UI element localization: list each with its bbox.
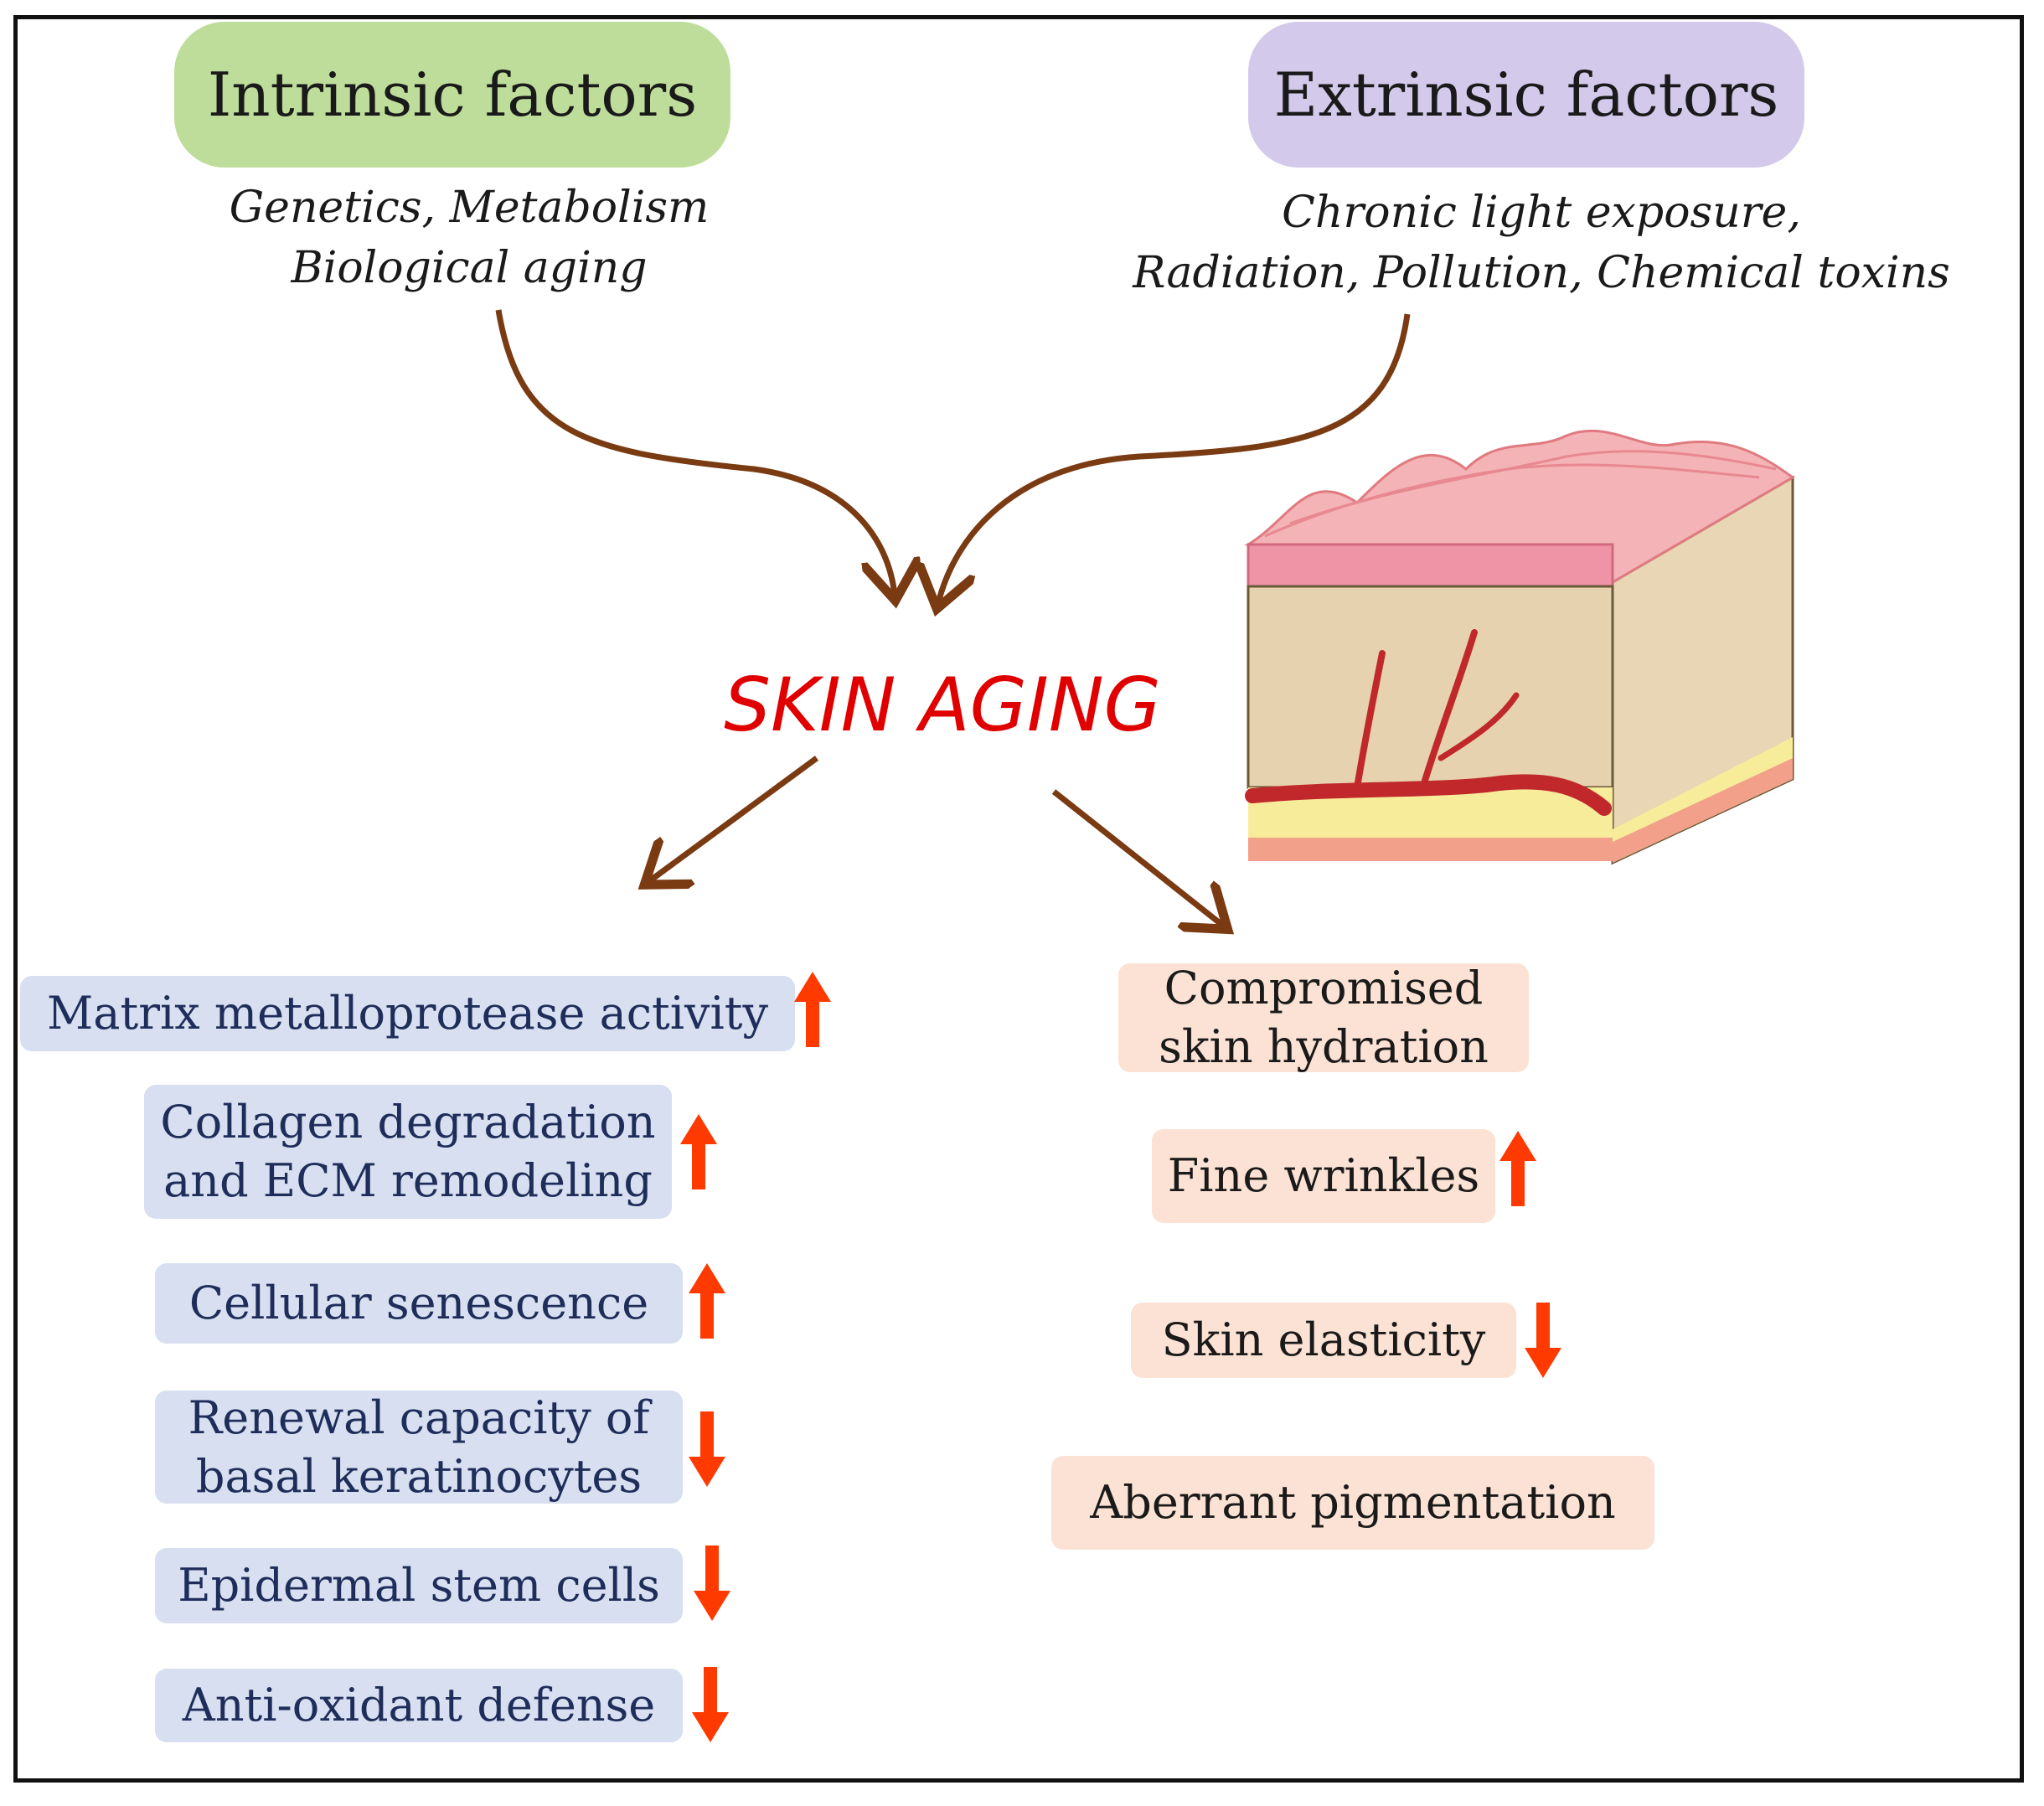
intrinsic-line-2: Biological aging [291, 243, 648, 293]
skin-aging-title: SKIN AGING [724, 662, 1161, 748]
skin-block-illustration [1244, 429, 1795, 865]
arrow-up-icon [1499, 1131, 1536, 1206]
intrinsic-line-1: Genetics, Metabolism [229, 183, 710, 233]
effect-label-2: basal keratinocytes [195, 1449, 643, 1503]
extrinsic-factors-title: Extrinsic factors [1273, 59, 1779, 130]
arrow-extrinsic-to-aging [938, 313, 1411, 603]
sign-skin-elasticity: Skin elasticity [1131, 1303, 1516, 1378]
effect-label: Collagen degradation [160, 1096, 656, 1148]
arrow-up-icon [794, 972, 831, 1047]
sign-fine-wrinkles: Fine wrinkles [1152, 1129, 1495, 1223]
intrinsic-factors-box: Intrinsic factors [174, 22, 730, 168]
effect-collagen-degradation: Collagen degradation and ECM remodeling [144, 1085, 672, 1219]
effect-mmp-activity: Matrix metalloprotease activity [20, 976, 795, 1051]
arrow-aging-to-clinical [1051, 789, 1223, 926]
arrow-down-icon [1525, 1303, 1561, 1378]
arrow-intrinsic-to-aging [495, 309, 895, 595]
extrinsic-factors-examples: Chronic light exposure, Radiation, Pollu… [1123, 183, 1960, 303]
intrinsic-factors-examples: Genetics, Metabolism Biological aging [168, 178, 771, 298]
arrow-aging-to-molecular [649, 756, 819, 881]
intrinsic-factors-title: Intrinsic factors [207, 59, 698, 130]
sign-label: Aberrant pigmentation [1090, 1476, 1616, 1529]
sign-aberrant-pigmentation: Aberrant pigmentation [1051, 1456, 1654, 1550]
extrinsic-factors-box: Extrinsic factors [1248, 22, 1804, 168]
extrinsic-line-1: Chronic light exposure, [1282, 188, 1801, 238]
effect-antioxidant-defense: Anti-oxidant defense [155, 1669, 683, 1742]
sign-label: Compromised [1164, 962, 1484, 1014]
sign-label: Fine wrinkles [1167, 1149, 1480, 1202]
effect-label: Cellular senescence [188, 1277, 649, 1329]
effect-label: Renewal capacity of [188, 1391, 650, 1444]
effect-keratinocyte-renewal: Renewal capacity of basal keratinocytes [155, 1391, 683, 1504]
effect-epidermal-stem-cells: Epidermal stem cells [155, 1548, 683, 1623]
effect-label: Matrix metalloprotease activity [47, 987, 768, 1040]
effect-label-2: and ECM remodeling [163, 1154, 653, 1207]
sign-label-2: skin hydration [1159, 1020, 1489, 1073]
extrinsic-line-2: Radiation, Pollution, Chemical toxins [1133, 248, 1950, 298]
sign-label: Skin elasticity [1161, 1313, 1486, 1366]
arrow-down-icon [692, 1667, 729, 1742]
effect-label: Anti-oxidant defense [182, 1679, 656, 1731]
arrow-up-icon [689, 1263, 725, 1339]
arrow-up-icon [680, 1114, 717, 1189]
effect-cellular-senescence: Cellular senescence [155, 1263, 683, 1344]
effect-label: Epidermal stem cells [178, 1559, 660, 1612]
sign-skin-hydration: Compromised skin hydration [1118, 962, 1529, 1073]
figure-frame [13, 15, 2024, 1783]
arrow-down-icon [689, 1411, 725, 1487]
arrow-down-icon [694, 1545, 730, 1621]
